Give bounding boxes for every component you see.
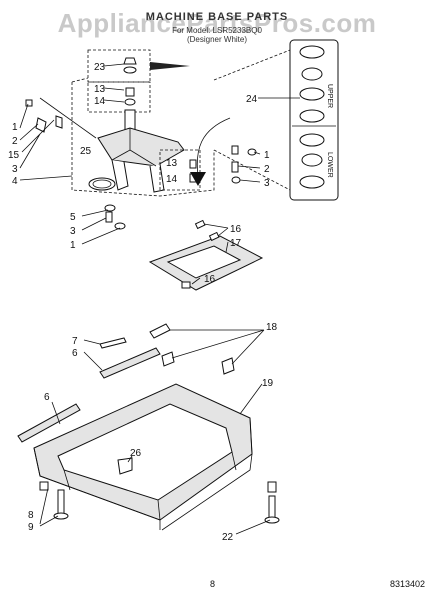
page-number: 8 <box>210 579 216 589</box>
callout-6-lower: 6 <box>44 392 50 403</box>
callout-7: 7 <box>72 336 78 347</box>
part-19-machine-base[interactable] <box>33 383 253 531</box>
callout-22: 22 <box>222 532 234 543</box>
leveling-leg-left[interactable] <box>39 481 69 520</box>
part-24-bearing-kit[interactable] <box>289 39 339 201</box>
callout-3-right: 3 <box>264 178 270 189</box>
part-26-clip[interactable] <box>117 457 133 475</box>
callout-9: 9 <box>28 522 34 533</box>
part-13-14-kit-box-top[interactable] <box>87 81 151 113</box>
callout-17: 17 <box>230 238 242 249</box>
gearcase-assembly[interactable] <box>71 77 215 197</box>
callout-26: 26 <box>130 448 142 459</box>
curved-arrow-head-icon <box>190 172 206 186</box>
leveling-leg-right[interactable] <box>264 481 280 524</box>
left-fasteners[interactable] <box>25 97 97 139</box>
watermark-text: AppliancePartsPros.com <box>57 8 377 38</box>
callout-16-bottom: 16 <box>204 274 216 285</box>
part-6-slide-upper[interactable] <box>99 347 161 379</box>
right-fasteners[interactable] <box>231 145 257 184</box>
callout-6-upper: 6 <box>72 348 78 359</box>
curved-arrow <box>196 117 231 177</box>
callout-8: 8 <box>28 510 34 521</box>
part-17-bracket[interactable] <box>148 219 264 291</box>
callout-2-right: 2 <box>264 164 270 175</box>
callout-3-left: 3 <box>12 164 18 175</box>
callout-1-right: 1 <box>264 150 270 161</box>
part-18-clips[interactable] <box>149 323 235 375</box>
model-subtitle: For Model: LSR5233BQ0 <box>172 26 262 35</box>
callout-18: 18 <box>266 322 278 333</box>
diagram-title: MACHINE BASE PARTS <box>145 11 289 23</box>
leader-lines <box>19 63 300 535</box>
callout-1-bottom: 1 <box>70 240 76 251</box>
callout-13-mid: 13 <box>166 158 178 169</box>
callout-14-top: 14 <box>94 96 106 107</box>
callout-16-top: 16 <box>230 224 242 235</box>
callout-25: 25 <box>80 146 92 157</box>
callout-3-bottom: 3 <box>70 226 76 237</box>
callout-2-left: 2 <box>12 136 18 147</box>
callout-24: 24 <box>246 94 258 105</box>
part-13-14-kit-box-mid[interactable] <box>159 149 201 191</box>
callout-14-mid: 14 <box>166 174 178 185</box>
part-7-pad[interactable] <box>99 337 127 349</box>
document-reference: 8313402 <box>390 579 426 589</box>
arrow-head-icon <box>150 62 190 70</box>
callout-5: 5 <box>70 212 76 223</box>
bottom-fasteners[interactable] <box>104 204 126 230</box>
callout-15: 15 <box>8 150 20 161</box>
upper-label: UPPER <box>326 84 333 108</box>
callout-4: 4 <box>12 176 18 187</box>
callout-13-top: 13 <box>94 84 106 95</box>
callout-1-left: 1 <box>12 122 18 133</box>
designer-subtitle: (Designer White) <box>186 35 247 44</box>
lower-label: LOWER <box>326 152 333 178</box>
callout-19: 19 <box>262 378 274 389</box>
callout-23: 23 <box>94 62 106 73</box>
